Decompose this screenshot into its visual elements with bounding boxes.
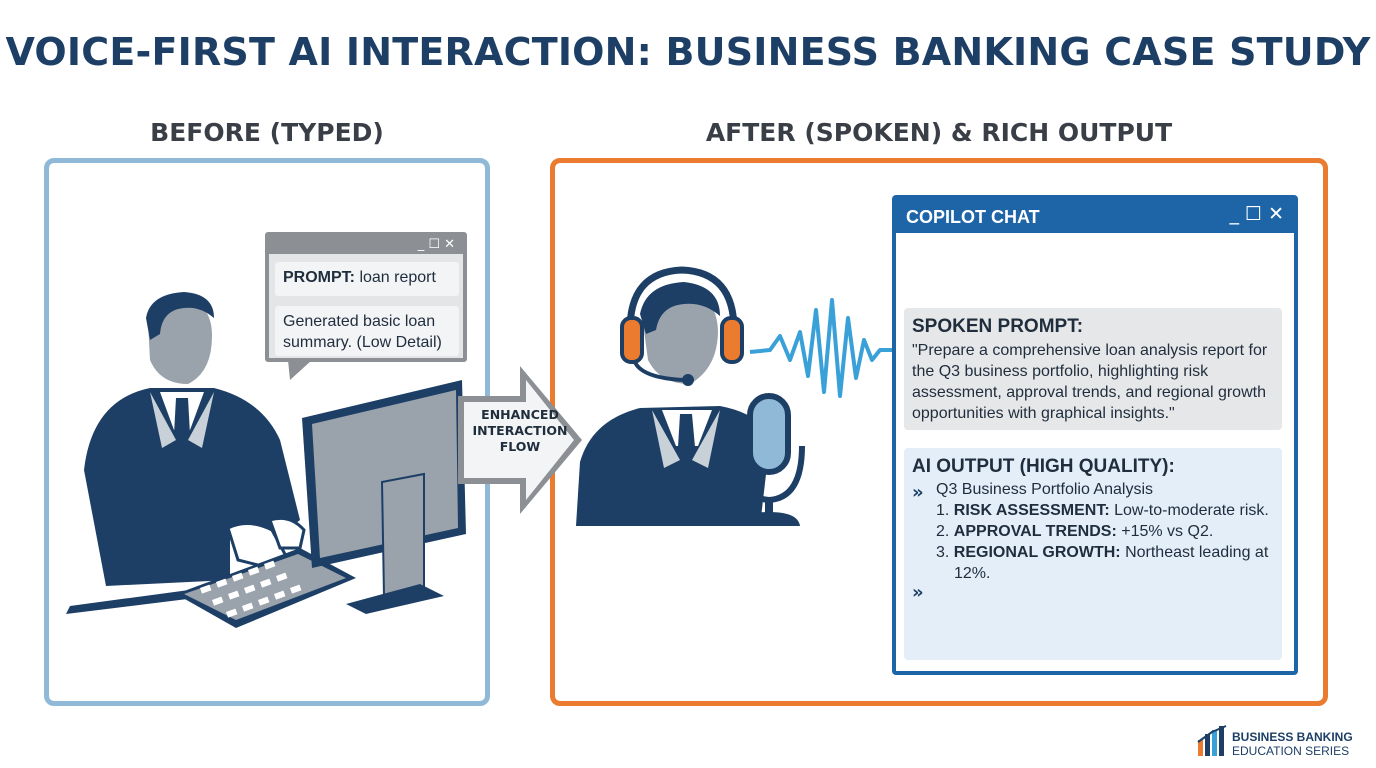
after-heading: AFTER (SPOKEN) & RICH OUTPUT <box>705 118 1173 147</box>
speech-tail <box>288 360 312 380</box>
flow-label-line-1: ENHANCED <box>481 407 559 422</box>
prompt-label: PROMPT: <box>283 269 355 286</box>
item-number: 1. <box>936 502 950 519</box>
spoken-prompt-box: SPOKEN PROMPT: "Prepare a comprehensive … <box>904 308 1282 430</box>
window-controls[interactable]: _ ☐ ✕ <box>417 237 455 252</box>
computer-monitor-icon <box>302 380 466 614</box>
spoken-line: opportunities with graphical insights." <box>912 405 1175 422</box>
footer-series: BUSINESS BANKING EDUCATION SERIES <box>1232 730 1353 758</box>
footer-line-1: BUSINESS BANKING <box>1232 730 1353 744</box>
typed-result-bubble: Generated basic loan summary. (Low Detai… <box>275 306 459 356</box>
flow-label-line-3: FLOW <box>499 439 541 454</box>
item-text: Northeast leading at <box>1125 544 1269 561</box>
typed-chat-window: _ ☐ ✕ PROMPT: loan report Generated basi… <box>265 232 467 362</box>
series-logo-icon <box>1197 725 1227 756</box>
copilot-title: COPILOT CHAT <box>906 207 1040 227</box>
enhanced-flow-arrow <box>458 366 582 514</box>
output-item-3: 3. REGIONAL GROWTH: Northeast leading at <box>936 543 1268 563</box>
output-item-3-continued: 12%. <box>954 565 991 582</box>
flow-label: ENHANCED INTERACTION FLOW <box>470 407 570 455</box>
footer-line-2: EDUCATION SERIES <box>1232 744 1350 758</box>
prompt-text: loan report <box>359 269 436 286</box>
spoken-prompt-text: "Prepare a comprehensive loan analysis r… <box>912 340 1274 424</box>
output-item-2: 2. APPROVAL TRENDS: +15% vs Q2. <box>936 522 1213 542</box>
item-label: REGIONAL GROWTH: <box>953 544 1121 561</box>
page-title: VOICE-FIRST AI INTERACTION: BUSINESS BAN… <box>5 30 1371 74</box>
spoken-line: "Prepare a comprehensive loan analysis r… <box>912 342 1268 359</box>
microphone-icon <box>733 393 805 526</box>
typed-prompt-bubble: PROMPT: loan report <box>275 262 459 296</box>
result-line-2: summary. (Low Detail) <box>283 334 442 351</box>
typing-person-icon <box>66 292 356 628</box>
item-label: RISK ASSESSMENT: <box>953 502 1110 519</box>
output-title: Q3 Business Portfolio Analysis <box>936 481 1153 498</box>
flow-label-line-2: INTERACTION <box>472 423 568 438</box>
spoken-line: the Q3 business portfolio, highlighting … <box>912 363 1209 380</box>
chevron-right-icon: » <box>912 582 924 603</box>
before-heading: BEFORE (TYPED) <box>150 118 384 147</box>
item-number: 2. <box>936 523 950 540</box>
spoken-line: assessment, approval trends, and regiona… <box>912 384 1266 401</box>
ai-output-heading: AI OUTPUT (HIGH QUALITY): <box>912 456 1175 477</box>
item-label: APPROVAL TRENDS: <box>953 523 1117 540</box>
output-item-1: 1. RISK ASSESSMENT: Low-to-moderate risk… <box>936 501 1269 521</box>
copilot-titlebar: COPILOT CHAT _ ☐ ✕ <box>896 199 1294 233</box>
item-text: Low-to-moderate risk. <box>1114 502 1269 519</box>
copilot-window-controls[interactable]: _ ☐ ✕ <box>1229 203 1284 225</box>
window-titlebar: _ ☐ ✕ <box>269 236 463 254</box>
headset-person-icon <box>576 266 770 526</box>
result-line-1: Generated basic loan <box>283 313 436 330</box>
item-number: 3. <box>936 544 950 561</box>
voice-wave-icon <box>749 298 892 398</box>
item-text: +15% vs Q2. <box>1121 523 1214 540</box>
chevron-right-icon: » <box>912 482 924 503</box>
spoken-prompt-heading: SPOKEN PROMPT: <box>912 316 1084 337</box>
ai-output-box: AI OUTPUT (HIGH QUALITY): » Q3 Business … <box>904 448 1282 660</box>
